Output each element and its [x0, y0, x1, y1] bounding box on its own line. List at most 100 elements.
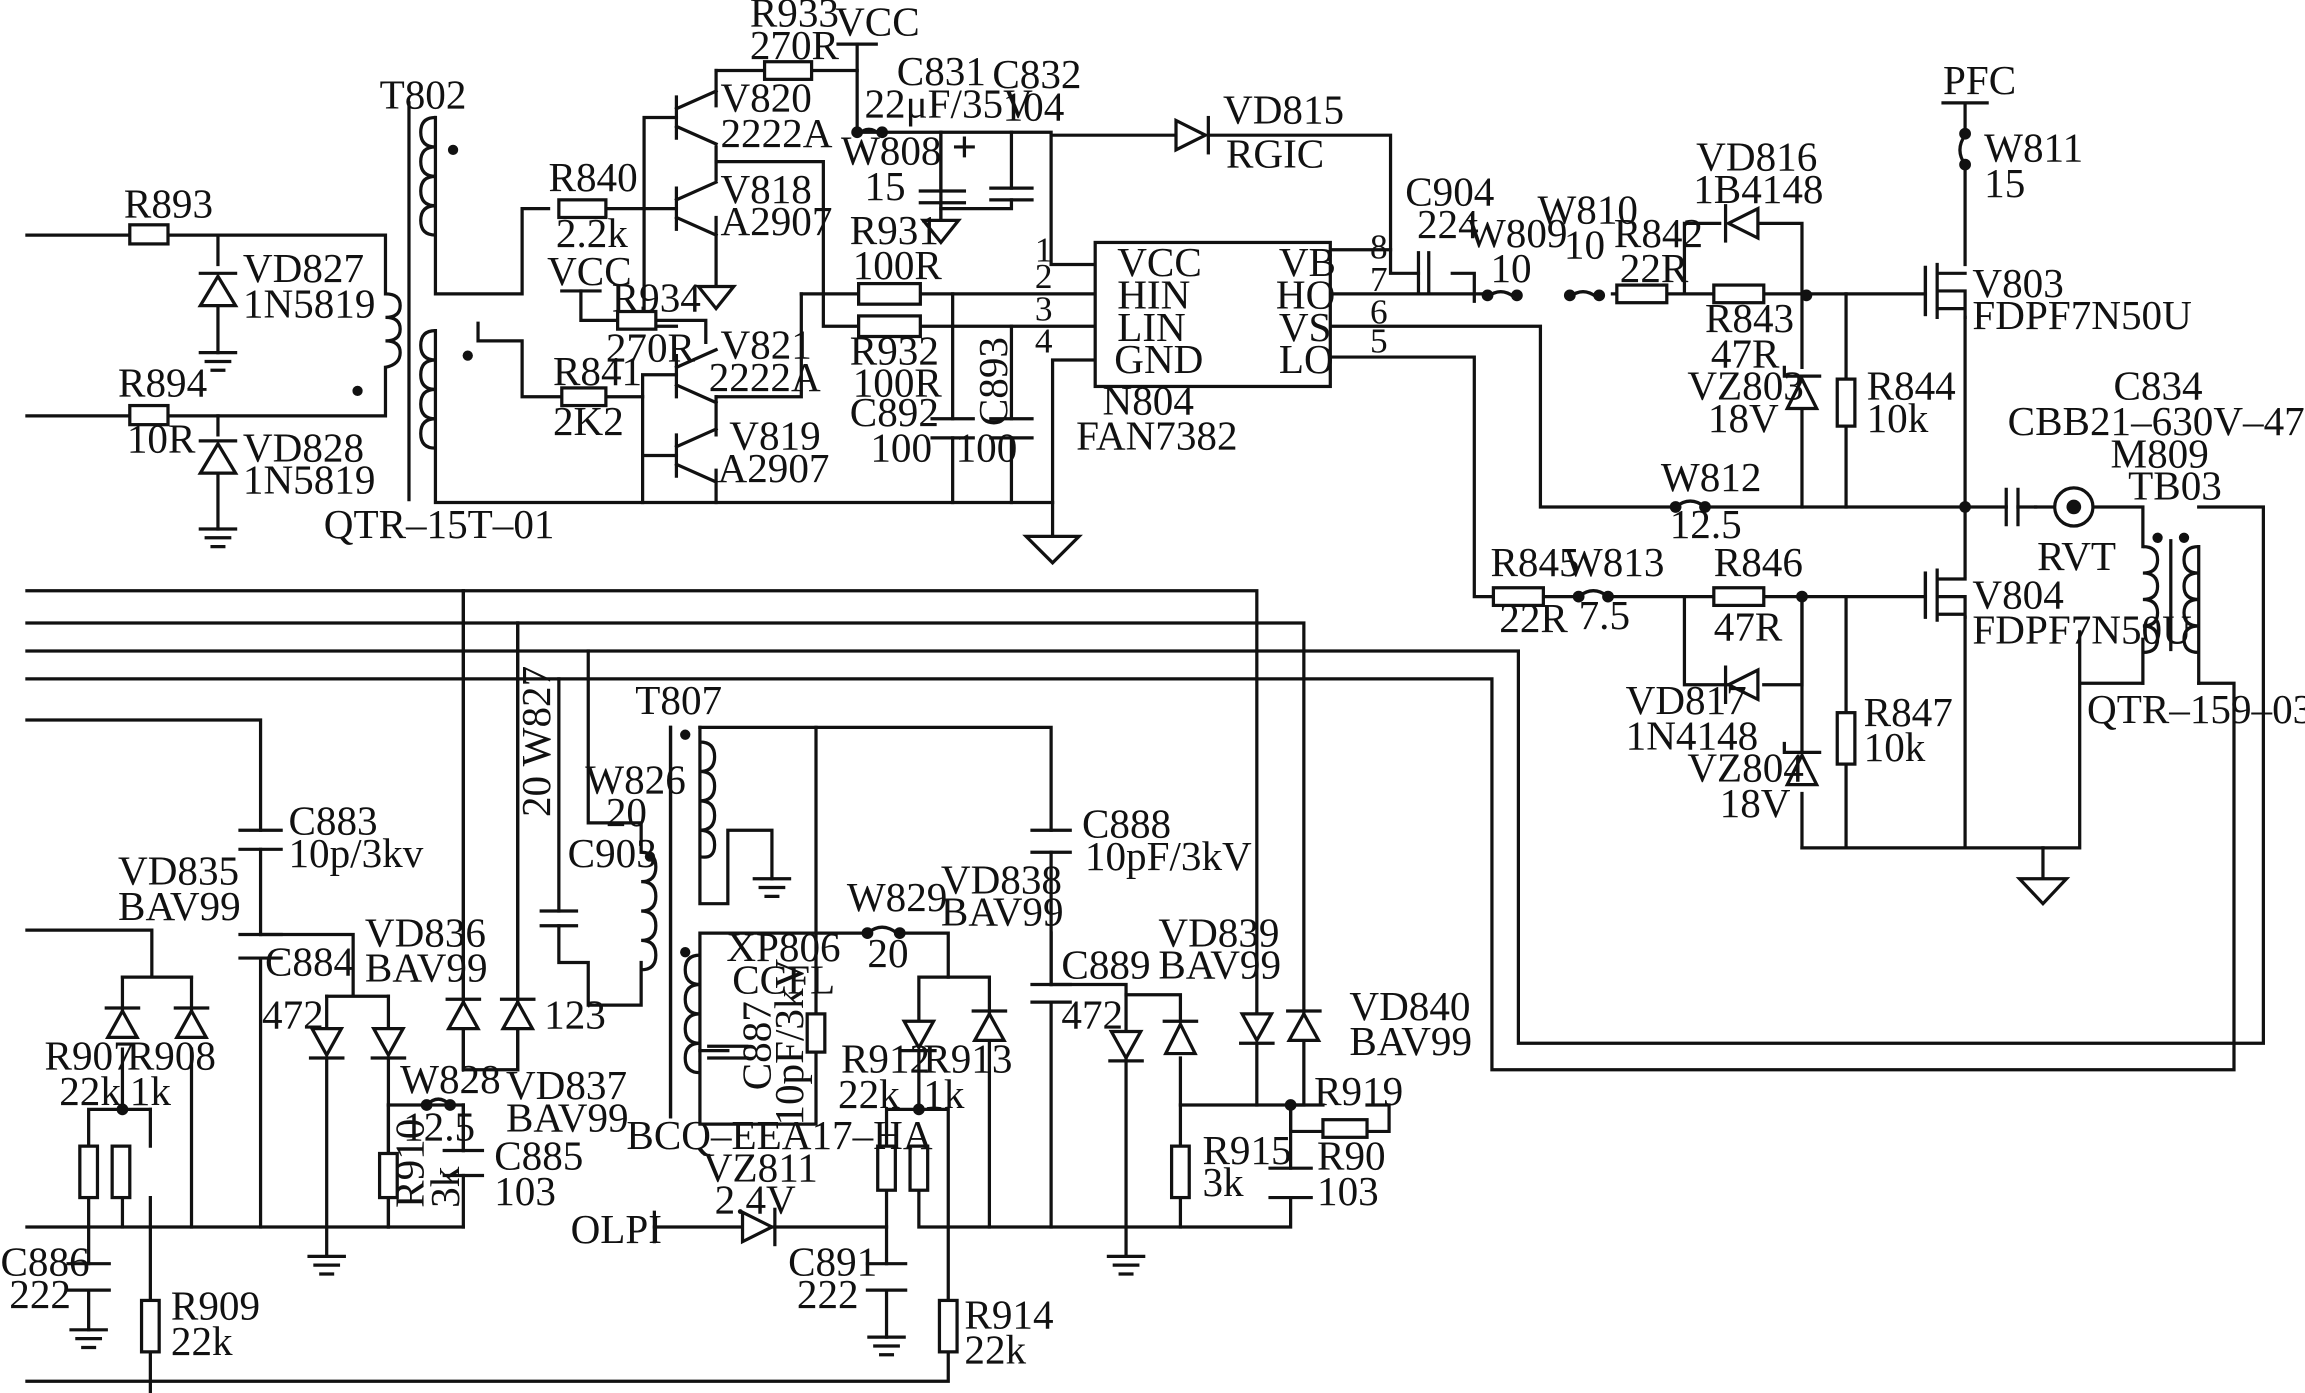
label-c883-val: 10p/3kv	[288, 830, 423, 876]
diode-vd837	[445, 997, 536, 1031]
label-w811: W811	[1984, 125, 2083, 171]
diode-vd836	[308, 1026, 407, 1060]
label-r931-val: 100R	[853, 242, 943, 288]
mosfet-v804	[1923, 568, 1967, 622]
label-m809: M809	[2111, 430, 2209, 476]
label-c888-val: 10pF/3kV	[1085, 833, 1252, 879]
label-vd840-type: BAV99	[1349, 1018, 1472, 1064]
label-vz803: VZ803	[1687, 363, 1804, 409]
resistor-r912	[876, 1144, 897, 1192]
label-v820-type: 2222A	[720, 110, 832, 156]
label-w827: 20 W827	[513, 666, 559, 817]
label-vd839-type: BAV99	[1158, 942, 1281, 988]
label-vd817-type: 1N4148	[1626, 712, 1759, 758]
label-vd815: VD815	[1223, 86, 1344, 132]
label-vd828-type: 1N5819	[243, 457, 376, 503]
label-r915: R915	[1202, 1127, 1291, 1173]
label-r908-val: 1k	[130, 1068, 172, 1114]
label-r845-val: 22R	[1499, 595, 1568, 641]
label-vd835: VD835	[118, 848, 239, 894]
label-w826-val: 20	[606, 789, 647, 835]
capacitor-c886	[66, 1262, 111, 1292]
label-c891-val: 222	[797, 1271, 859, 1317]
label-r907: R907	[45, 1033, 134, 1079]
label-c903: C903	[568, 830, 657, 876]
label-r912: R912	[841, 1036, 930, 1082]
ic-pin-ho: HO	[1276, 272, 1335, 318]
label-n804: N804	[1103, 377, 1194, 423]
label-w829: W829	[847, 874, 948, 920]
label-r846-val: 47R	[1714, 604, 1783, 650]
label-v803-type: FDPF7N50U	[1972, 292, 2191, 338]
misc-symbols	[69, 42, 2095, 1357]
capacitor-c831	[918, 189, 967, 223]
label-vd840: VD840	[1349, 983, 1470, 1029]
capacitor-c90	[1268, 1166, 1313, 1200]
label-r913-val: 1k	[923, 1071, 965, 1117]
ic-pin-vs: VS	[1279, 304, 1332, 350]
label-r914: R914	[964, 1291, 1053, 1337]
ground-icon	[198, 527, 238, 549]
ic-pin-vcc: VCC	[1117, 239, 1202, 285]
label-w812: W812	[1661, 454, 1762, 500]
label-vd816-type: 1B4148	[1693, 166, 1823, 212]
ground-icon	[1106, 1254, 1146, 1276]
label-c892-val: 100	[870, 424, 932, 470]
label-c891: C891	[788, 1238, 877, 1284]
resistor-r907	[78, 1144, 100, 1200]
transistors	[674, 88, 1967, 622]
label-pfc: PFC	[1943, 57, 2016, 103]
label-r908: R908	[127, 1033, 216, 1079]
label-vd836: VD836	[365, 909, 486, 955]
label-c885: C885	[494, 1133, 583, 1179]
label-r912-val: 22k	[838, 1071, 900, 1117]
label-w811-val: 15	[1984, 160, 2025, 206]
label-v818-type: A2907	[720, 198, 832, 244]
label-r915-val: 3k	[1202, 1159, 1244, 1205]
resistor-r841	[560, 386, 608, 408]
label-r909: R909	[171, 1283, 260, 1329]
transistor-v820	[674, 88, 719, 147]
resistor-r914	[937, 1298, 959, 1354]
pin-num-6: 6	[1370, 292, 1388, 331]
label-c888: C888	[1082, 801, 1171, 847]
label-vd837: VD837	[506, 1062, 627, 1108]
resistor-c887-r	[805, 1012, 827, 1054]
label-c834-type: CBB21–630V–474–J	[2008, 398, 2305, 444]
label-v819: V819	[729, 413, 820, 459]
capacitor-c893	[989, 417, 1034, 440]
label-r914-val: 22k	[964, 1327, 1026, 1373]
label-c889-val: 472	[1061, 992, 1123, 1038]
capacitor-c904	[1416, 251, 1431, 296]
capacitors	[66, 186, 2038, 1292]
capacitor-c832	[989, 186, 1034, 202]
label-c885-val: 103	[494, 1168, 556, 1214]
label-c832-val: 104	[1003, 83, 1065, 129]
ic-pin-vb: VB	[1279, 239, 1336, 285]
diode-vz804	[1782, 741, 1822, 787]
label-w812-val: 12.5	[1670, 501, 1742, 547]
label-w808: W808	[841, 128, 942, 174]
resistor-r933	[762, 60, 814, 81]
transistor-v818	[674, 180, 719, 238]
label-c904: C904	[1405, 169, 1494, 215]
label-c884-val: 472	[262, 992, 324, 1038]
diode-vz803	[1782, 365, 1822, 411]
resistor-r846	[1712, 586, 1766, 608]
capacitor-c892	[930, 417, 975, 440]
label-v820: V820	[720, 75, 811, 121]
label-c886: C886	[0, 1238, 89, 1284]
ic-pin-hin: HIN	[1117, 272, 1190, 318]
label-vd838: VD838	[941, 856, 1062, 902]
ic-n804	[1093, 240, 1332, 389]
label-vd838-type: BAV99	[941, 889, 1064, 935]
label-tb03: TB03	[2128, 463, 2222, 509]
label-c884: C884	[265, 939, 354, 985]
label-c831-val: 22μF/35V	[864, 81, 1033, 127]
label-vd817: VD817	[1626, 677, 1747, 723]
label-r847-val: 10k	[1864, 724, 1926, 770]
label-vd827: VD827	[243, 245, 364, 291]
label-vd828: VD828	[243, 424, 364, 470]
diode-vd835	[104, 1006, 210, 1040]
